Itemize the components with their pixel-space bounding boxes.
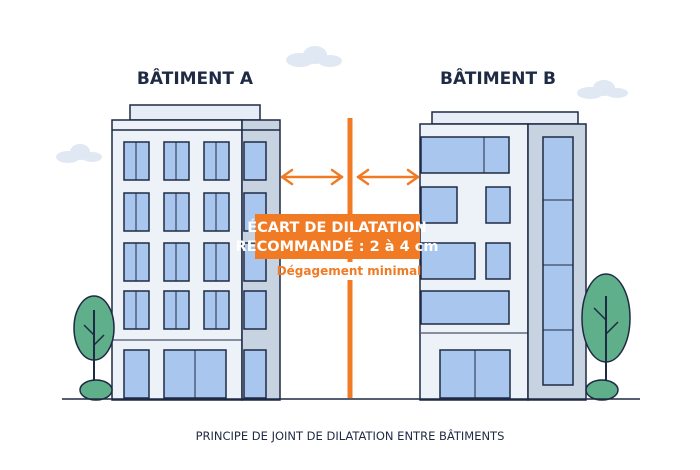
tree-icon	[73, 295, 115, 398]
callout-line-1: ÉCART DE DILATATION	[247, 219, 427, 236]
building-b-roof	[431, 111, 579, 125]
cloud-icon	[577, 80, 628, 99]
dilatation-callout-box	[255, 214, 420, 259]
building-b-window-mullions	[421, 137, 573, 398]
tree-icon	[581, 273, 631, 398]
building-a	[111, 104, 281, 401]
gap-arrow-left	[280, 168, 344, 186]
building-a-label: BÂTIMENT A	[137, 67, 254, 89]
building-b	[419, 111, 587, 401]
building-a-roof	[129, 104, 261, 121]
building-a-window-mullions	[112, 142, 242, 398]
gap-arrow-right	[356, 168, 420, 186]
callout-sublabel: Dégagement minimal	[277, 264, 422, 278]
building-b-label: BÂTIMENT B	[440, 67, 556, 89]
building-b-windows	[420, 136, 574, 399]
bush-icon	[79, 379, 113, 401]
callout-sublabel-bg	[286, 262, 410, 280]
cloud-icon	[286, 46, 342, 67]
diagram-caption: PRINCIPE DE JOINT DE DILATATION ENTRE BÂ…	[196, 428, 505, 443]
cloud-icon	[56, 144, 102, 163]
bush-icon	[585, 379, 619, 401]
callout-line-2: RECOMMANDÉ : 2 à 4 cm	[236, 238, 439, 255]
